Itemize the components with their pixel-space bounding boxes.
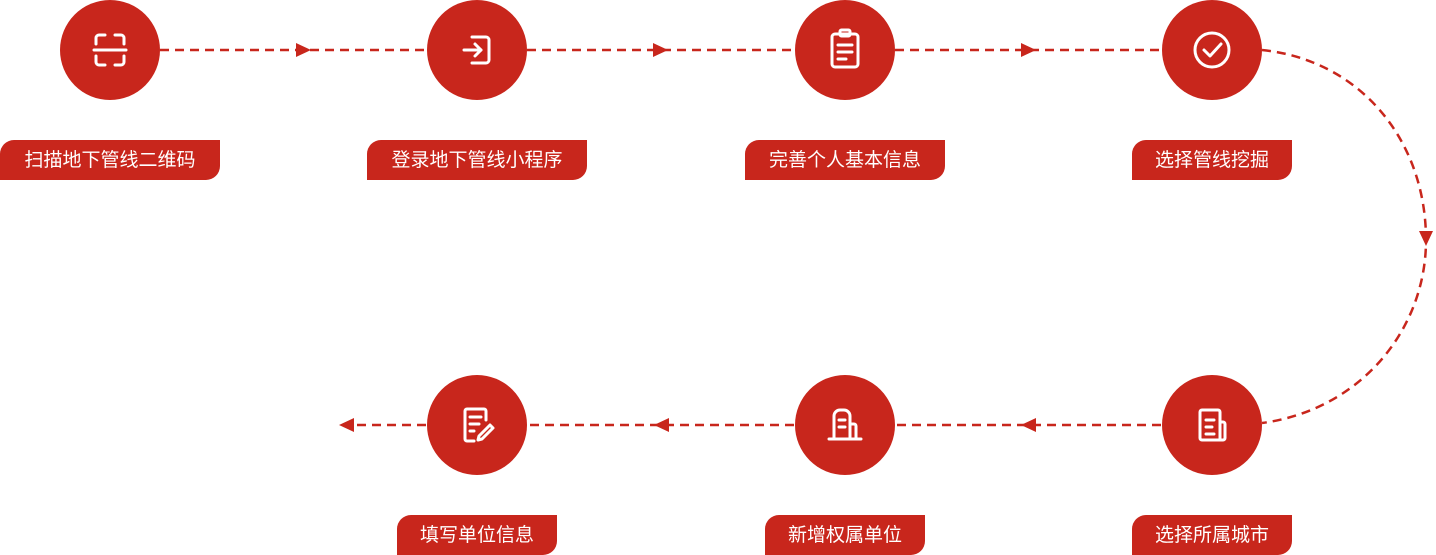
step-2-icon-circle: [427, 0, 527, 100]
step-2-label: 登录地下管线小程序: [367, 140, 587, 180]
step-6-icon-circle: [795, 375, 895, 475]
step-4-label: 选择管线挖掘: [1132, 140, 1292, 180]
connector-4-5-curve: [1261, 48, 1428, 425]
scan-icon: [92, 33, 128, 67]
building-icon: [827, 408, 863, 441]
step-3-label: 完善个人基本信息: [745, 140, 945, 180]
step-6-label: 新增权属单位: [765, 515, 925, 555]
step-5-icon-circle: [1162, 375, 1262, 475]
arrow-down: [1419, 231, 1433, 246]
step-4-icon-circle: [1162, 0, 1262, 100]
step-5-label: 选择所属城市: [1132, 515, 1292, 555]
step-7-icon-circle: [427, 375, 527, 475]
arrow-right-3: [1021, 43, 1036, 57]
arrow-left-3: [339, 418, 354, 432]
edit-form-icon: [463, 407, 495, 443]
check-circle-icon: [1193, 31, 1231, 69]
document-icon: [1198, 408, 1227, 442]
arrow-right-1: [296, 43, 311, 57]
step-1-icon-circle: [60, 0, 160, 100]
step-1-label: 扫描地下管线二维码: [0, 140, 220, 180]
arrow-left-1: [1021, 418, 1036, 432]
login-icon: [462, 35, 491, 65]
step-3-icon-circle: [795, 0, 895, 100]
step-7-label: 填写单位信息: [397, 515, 557, 555]
clipboard-icon: [830, 28, 860, 69]
arrow-left-2: [654, 418, 669, 432]
arrow-right-2: [653, 43, 668, 57]
